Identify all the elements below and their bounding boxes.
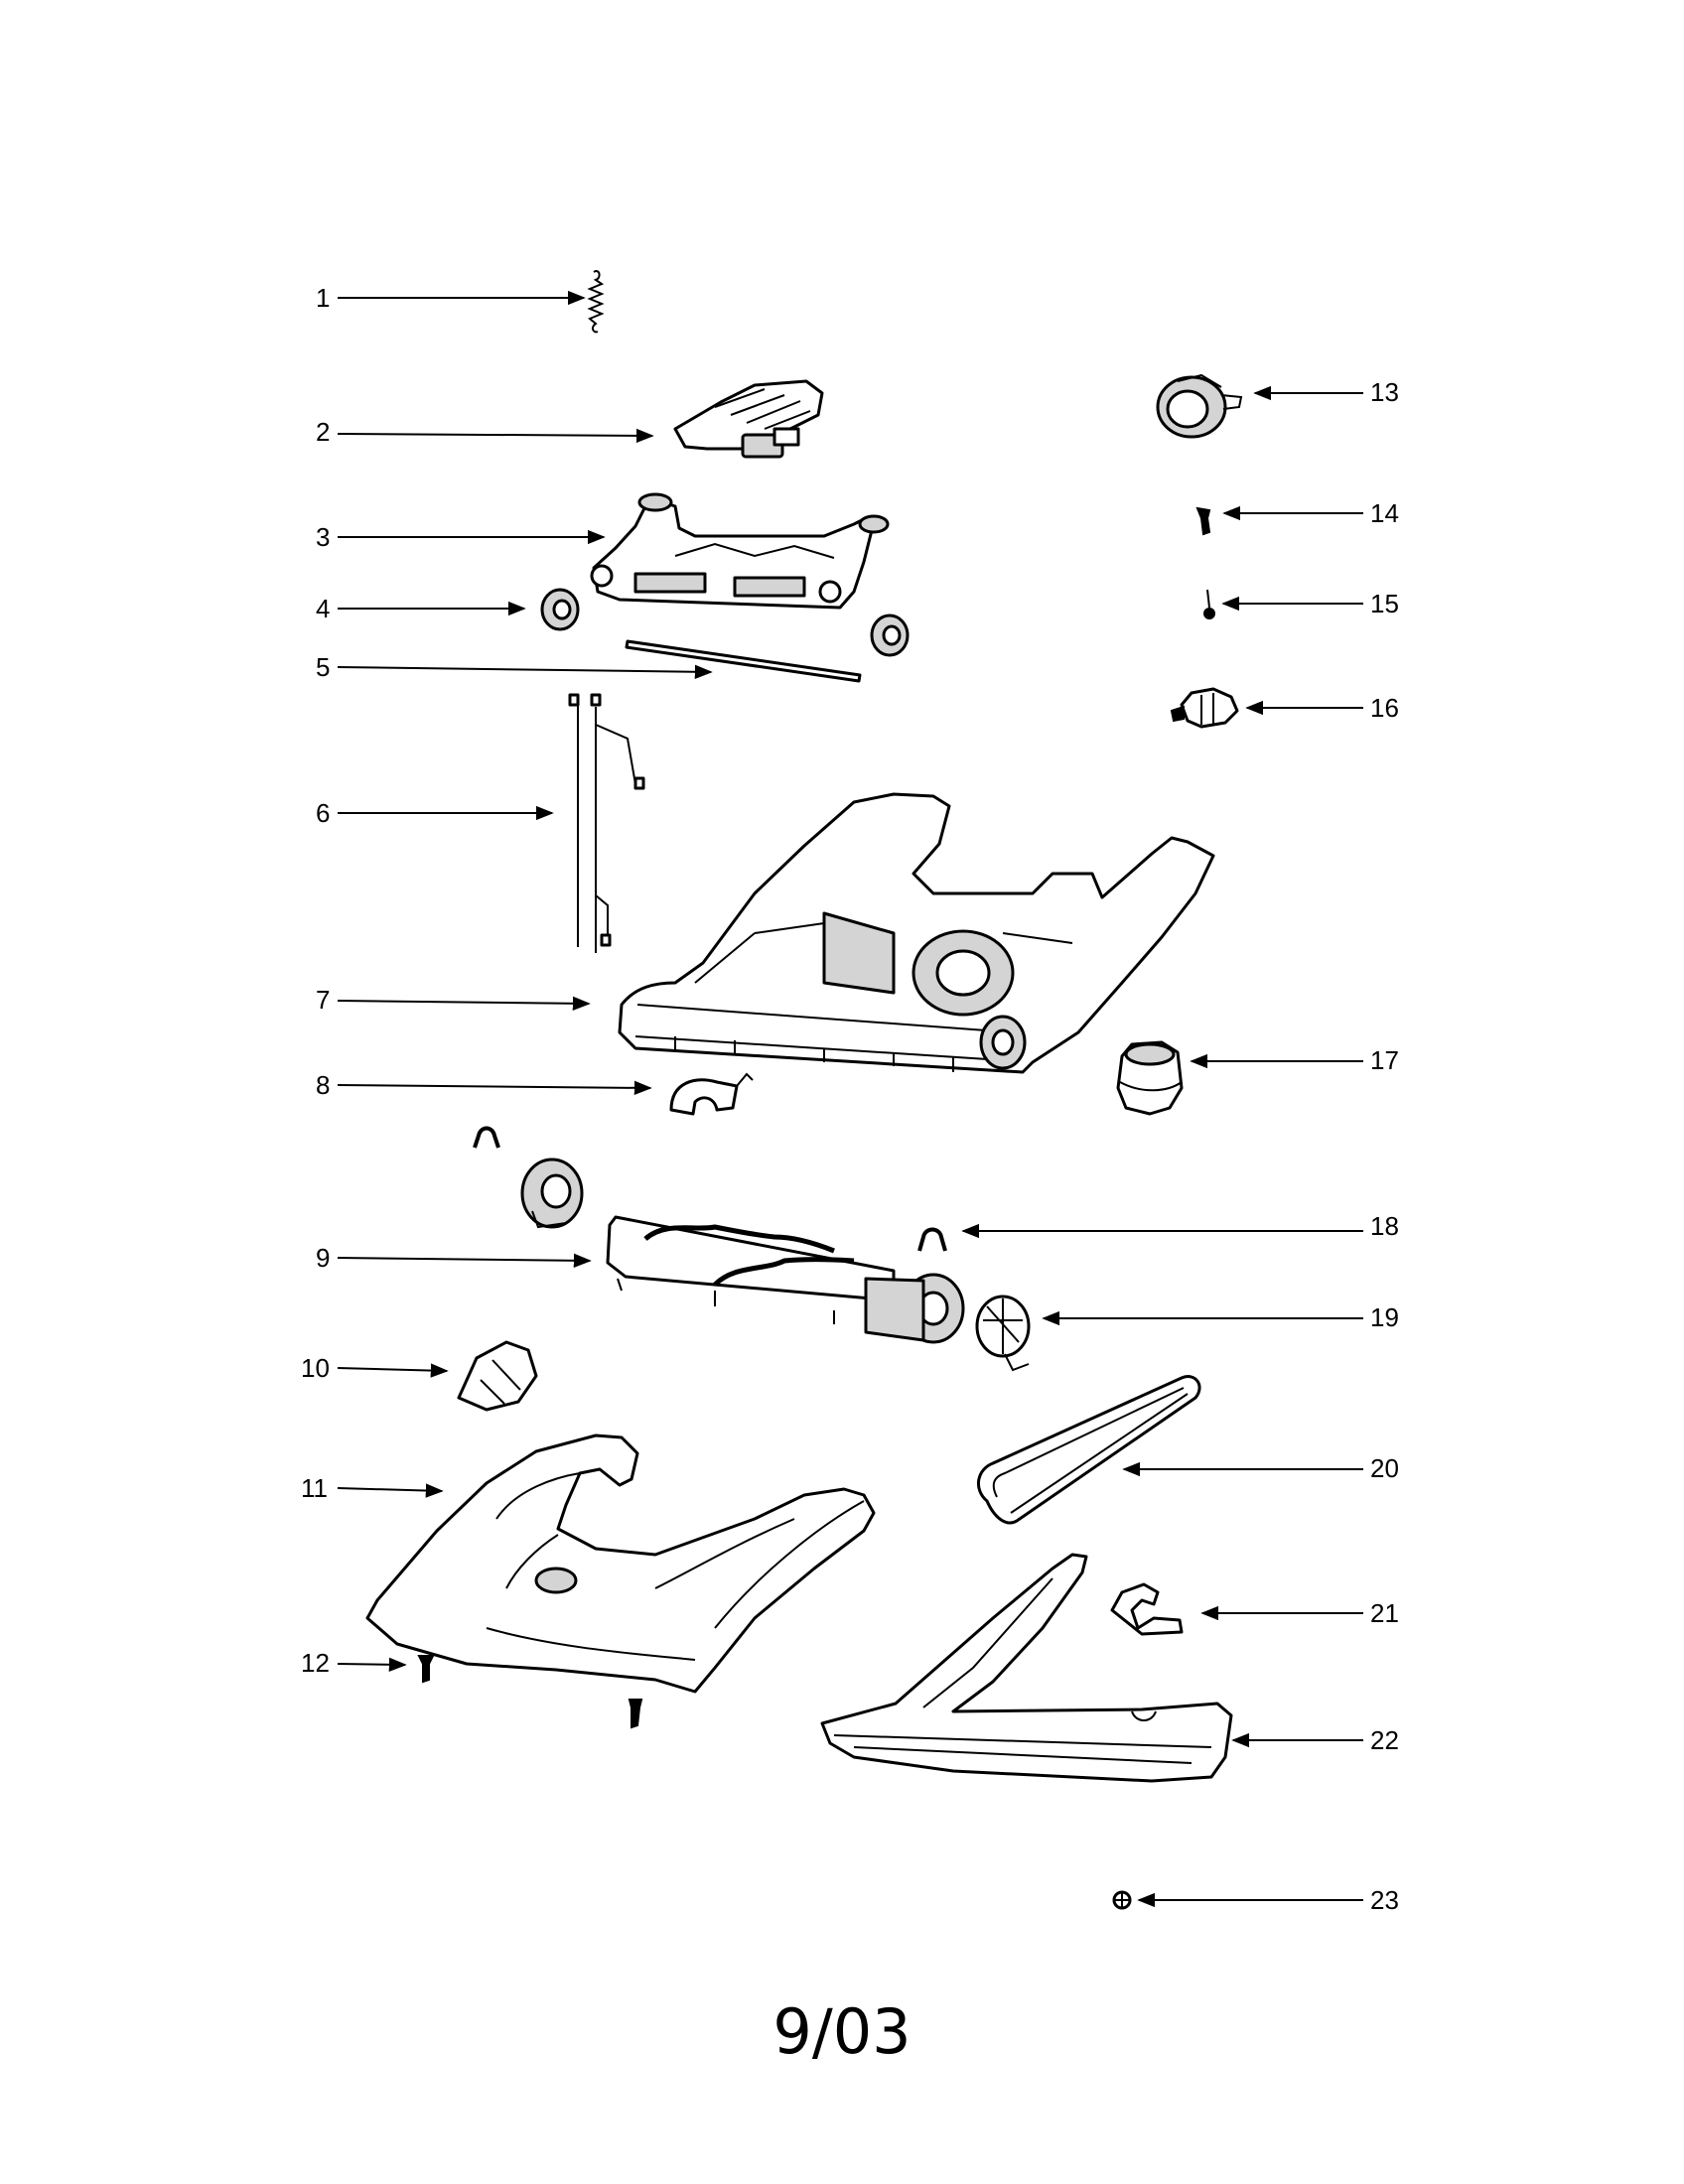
clip-part-18 (917, 1227, 947, 1252)
callout-label: 21 (1370, 1598, 1399, 1628)
callout-21: 21 (1200, 1598, 1399, 1628)
callout-label: 8 (316, 1070, 330, 1100)
leader-line (337, 996, 591, 1012)
leader-line (337, 1657, 407, 1672)
clip-part-21 (1110, 1582, 1184, 1636)
callout-label: 17 (1370, 1045, 1399, 1075)
callout-11: 11 (301, 1473, 444, 1503)
callout-1: 1 (316, 283, 586, 313)
callout-label: 4 (316, 594, 330, 623)
callout-22: 22 (1231, 1725, 1399, 1755)
callout-4: 4 (316, 594, 526, 623)
callout-15: 15 (1221, 589, 1399, 618)
callout-12: 12 (301, 1648, 407, 1678)
leader-line (337, 1253, 592, 1269)
pedal-part-2 (673, 379, 824, 459)
screw-part-12 (417, 1655, 643, 1729)
callout-8: 8 (316, 1070, 652, 1100)
clip-small-left (473, 1126, 500, 1149)
leader-line (337, 1483, 444, 1498)
callout-7: 7 (316, 985, 591, 1015)
ring-part-13 (1156, 373, 1243, 439)
end-cap-part-19 (975, 1295, 1031, 1372)
callout-label: 7 (316, 985, 330, 1015)
callout-label: 12 (301, 1648, 330, 1678)
callout-20: 20 (1122, 1453, 1399, 1483)
callout-label: 23 (1370, 1885, 1399, 1915)
axle-part-5 (625, 639, 862, 683)
callout-label: 2 (316, 417, 330, 447)
callout-label: 11 (301, 1473, 328, 1503)
clip-part-8 (669, 1072, 754, 1116)
callout-label: 13 (1370, 377, 1399, 407)
callout-label: 14 (1370, 498, 1399, 528)
bottom-plate-part-22 (820, 1553, 1233, 1783)
callout-label: 3 (316, 522, 330, 552)
screw-part-15 (1203, 589, 1215, 619)
callout-6: 6 (316, 798, 554, 828)
leader-line (337, 428, 654, 444)
callout-label: 9 (316, 1243, 330, 1273)
leader-line (337, 664, 713, 679)
screw-part-23 (1112, 1890, 1132, 1910)
callout-2: 2 (316, 417, 654, 447)
leader-line (337, 1080, 652, 1096)
wheel-part-4 (540, 588, 910, 657)
base-frame-part-3 (590, 492, 890, 610)
screw-part-14 (1195, 506, 1211, 536)
callout-23: 23 (1137, 1885, 1399, 1915)
callout-10: 10 (301, 1353, 449, 1383)
bearing-part-10 (457, 1340, 538, 1412)
callout-14: 14 (1222, 498, 1399, 528)
revision-date: 9/03 (772, 1995, 912, 2068)
hood-cover-part-11 (365, 1433, 876, 1694)
callout-label: 18 (1370, 1211, 1399, 1241)
callout-label: 6 (316, 798, 330, 828)
callout-label: 16 (1370, 693, 1399, 723)
callout-label: 22 (1370, 1725, 1399, 1755)
callout-9: 9 (316, 1243, 592, 1273)
fan-housing-part-17 (1116, 1040, 1184, 1116)
end-cap-left (520, 1158, 584, 1229)
callout-3: 3 (316, 522, 606, 552)
wire-harness-part-6 (568, 693, 645, 953)
spring-part-1 (587, 270, 605, 334)
callout-label: 19 (1370, 1302, 1399, 1332)
callout-18: 18 (961, 1211, 1399, 1241)
bearing-part-16 (1170, 687, 1239, 729)
brush-roll-part-9 (606, 1215, 965, 1344)
callout-13: 13 (1253, 377, 1399, 407)
callout-17: 17 (1190, 1045, 1399, 1075)
nozzle-housing-part-7 (618, 792, 1215, 1074)
callout-label: 15 (1370, 589, 1399, 618)
leader-line (337, 1363, 449, 1378)
callout-19: 19 (1042, 1302, 1399, 1332)
callout-label: 1 (316, 283, 330, 313)
callout-label: 10 (301, 1353, 330, 1383)
callout-label: 5 (316, 652, 330, 682)
belt-part-20 (977, 1375, 1201, 1525)
callout-16: 16 (1245, 693, 1399, 723)
callout-5: 5 (316, 652, 713, 682)
callout-label: 20 (1370, 1453, 1399, 1483)
